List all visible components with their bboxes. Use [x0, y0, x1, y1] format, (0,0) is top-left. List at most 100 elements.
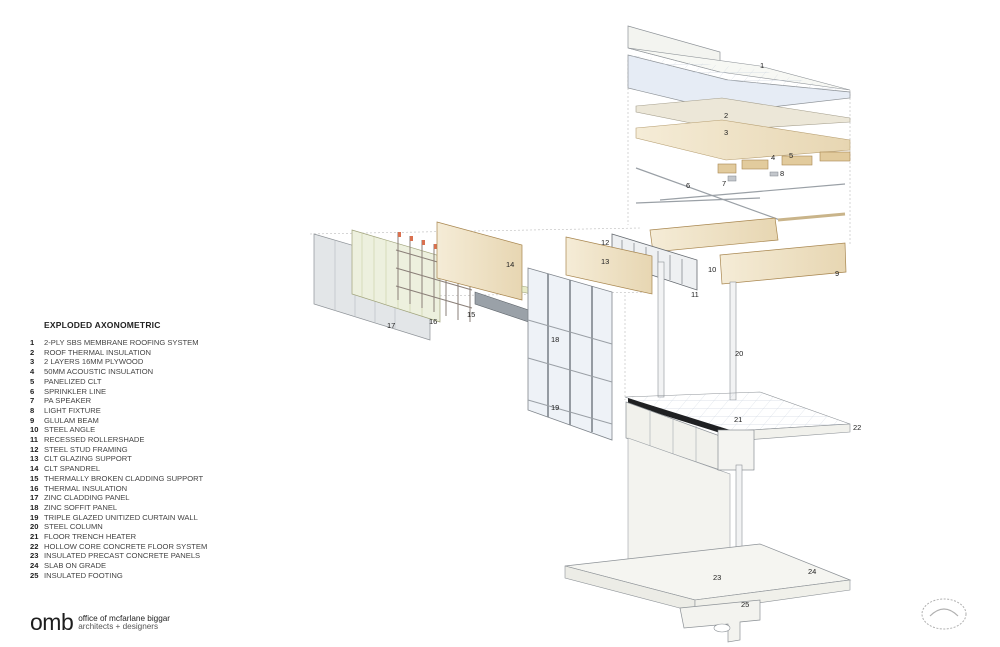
- legend-item: 6 SPRINKLER LINE: [30, 387, 290, 397]
- legend-item: 14 CLT SPANDREL: [30, 464, 290, 474]
- legend-item-text: 50MM ACOUSTIC INSULATION: [44, 367, 154, 377]
- legend-item-number: 10: [30, 425, 39, 435]
- legend-item-text: STEEL ANGLE: [44, 425, 96, 435]
- legend-item-number: 8: [30, 405, 35, 415]
- legend-item-text: FLOOR TRENCH HEATER: [44, 532, 137, 542]
- light-fixture-icon: [769, 171, 779, 177]
- glulam-beam-upper: [649, 217, 779, 253]
- callout-16: 16: [429, 317, 437, 326]
- legend-item-number: 16: [30, 483, 39, 493]
- roof-insulation: [635, 97, 851, 131]
- legend-item-number: 6: [30, 386, 35, 396]
- legend-item: 23 INSULATED PRECAST CONCRETE PANELS: [30, 551, 290, 561]
- legend-item-text: ROOF THERMAL INSULATION: [44, 347, 152, 357]
- legend-item-number: 14: [30, 464, 39, 474]
- callout-2: 2: [724, 111, 728, 120]
- legend-item-text: INSULATED PRECAST CONCRETE PANELS: [44, 551, 201, 561]
- legend-item-number: 17: [30, 493, 39, 503]
- watermark-stamp-icon: [921, 598, 967, 630]
- legend-item: 1 2-PLY SBS MEMBRANE ROOFING SYSTEM: [30, 338, 290, 348]
- roof-assembly: [627, 25, 851, 221]
- legend-item: 11 RECESSED ROLLERSHADE: [30, 435, 290, 445]
- legend-item-text: GLULAM BEAM: [44, 415, 99, 425]
- callout-14: 14: [506, 260, 514, 269]
- legend-item-text: THERMAL INSULATION: [44, 483, 128, 493]
- callout-20: 20: [735, 349, 743, 358]
- legend-item: 2 ROOF THERMAL INSULATION: [30, 348, 290, 358]
- callout-22: 22: [853, 423, 861, 432]
- callout-12: 12: [601, 238, 609, 247]
- legend-item: 10 STEEL ANGLE: [30, 425, 290, 435]
- callout-23: 23: [713, 573, 721, 582]
- legend-title: EXPLODED AXONOMETRIC: [44, 320, 161, 330]
- plywood-layers: [635, 119, 851, 161]
- callout-1: 1: [760, 61, 764, 70]
- legend-item-number: 4: [30, 367, 35, 377]
- callout-11: 11: [691, 290, 699, 299]
- clt-panels: [717, 151, 851, 174]
- legend-item: 16 THERMAL INSULATION: [30, 484, 290, 494]
- insulated-footing: [679, 599, 761, 643]
- callout-13: 13: [601, 257, 609, 266]
- clt-spandrel: [436, 221, 523, 301]
- legend-item: 17 ZINC CLADDING PANEL: [30, 493, 290, 503]
- legend-item-number: 3: [30, 357, 35, 367]
- callout-3: 3: [724, 128, 728, 137]
- legend-item-number: 19: [30, 512, 39, 522]
- legend-item-text: ZINC CLADDING PANEL: [44, 493, 130, 503]
- legend-item-text: SLAB ON GRADE: [44, 561, 107, 571]
- glulam-beam: [719, 242, 847, 285]
- legend-item-text: SPRINKLER LINE: [44, 386, 107, 396]
- legend-item-number: 15: [30, 473, 39, 483]
- legend-item-text: THERMALLY BROKEN CLADDING SUPPORT: [44, 473, 204, 483]
- legend-item-number: 1: [30, 338, 35, 347]
- legend-item-text: 2-PLY SBS MEMBRANE ROOFING SYSTEM: [44, 338, 199, 347]
- callout-17: 17: [387, 321, 395, 330]
- floor-trench-heater: [628, 398, 730, 436]
- legend-item-text: LIGHT FIXTURE: [44, 405, 101, 415]
- clt-glazing-support: [565, 236, 653, 295]
- legend-item-text: TRIPLE GLAZED UNITIZED CURTAIN WALL: [44, 512, 198, 522]
- pa-speaker-icon: [727, 175, 737, 182]
- legend-item-text: CLT GLAZING SUPPORT: [44, 454, 132, 464]
- callout-21: 21: [734, 415, 742, 424]
- brand-mark: omb: [30, 609, 74, 635]
- callout-9: 9: [835, 269, 839, 278]
- legend-item-text: RECESSED ROLLERSHADE: [44, 435, 145, 445]
- brand-logo: omb office of mcfarlane biggar architect…: [30, 609, 171, 635]
- legend-item-number: 2: [30, 347, 35, 357]
- legend-item-number: 11: [30, 435, 39, 445]
- legend-item-text: PA SPEAKER: [44, 396, 92, 406]
- brand-line-1: office of mcfarlane biggar: [78, 613, 171, 623]
- legend-item-text: HOLLOW CORE CONCRETE FLOOR SYSTEM: [44, 541, 208, 551]
- legend-item-text: 2 LAYERS 16MM PLYWOOD: [44, 357, 144, 367]
- callout-18: 18: [551, 335, 559, 344]
- legend-item-number: 18: [30, 502, 39, 512]
- legend-item: 21 FLOOR TRENCH HEATER: [30, 532, 290, 542]
- callout-10: 10: [708, 265, 716, 274]
- legend-item-text: PANELIZED CLT: [44, 376, 102, 386]
- callout-19: 19: [551, 403, 559, 412]
- callout-8: 8: [780, 169, 784, 178]
- legend-item: 15 THERMALLY BROKEN CLADDING SUPPORT: [30, 474, 290, 484]
- legend-item-number: 23: [30, 551, 39, 561]
- brand-line-2: architects + designers: [78, 622, 159, 632]
- legend-item-number: 21: [30, 532, 39, 542]
- legend-item-text: CLT SPANDREL: [44, 464, 101, 474]
- brand-words: office of mcfarlane biggar architects + …: [78, 613, 171, 632]
- callout-15: 15: [467, 310, 475, 319]
- legend-item-number: 20: [30, 522, 39, 532]
- legend-item: 8 LIGHT FIXTURE: [30, 406, 290, 416]
- callout-7: 7: [722, 179, 726, 188]
- legend-item: 19 TRIPLE GLAZED UNITIZED CURTAIN WALL: [30, 513, 290, 523]
- legend-list: 1 2-PLY SBS MEMBRANE ROOFING SYSTEM 2 ROOF …: [30, 338, 290, 581]
